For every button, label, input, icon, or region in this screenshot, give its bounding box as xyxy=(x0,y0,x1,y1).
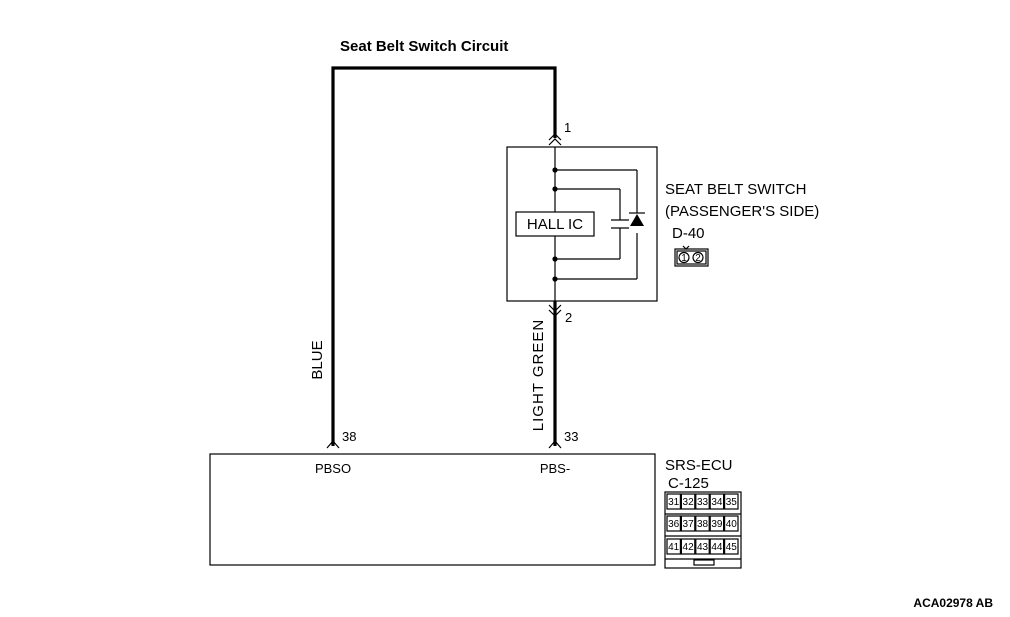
pin-33-connector-symbol xyxy=(548,440,562,449)
c125-pin-cell xyxy=(695,493,710,510)
ecu-connector-id: C-125 xyxy=(668,475,709,492)
seat-belt-switch-box xyxy=(506,146,658,302)
switch-connector-id: D-40 xyxy=(672,225,705,242)
wire-color-light-green: LIGHT GREEN xyxy=(530,319,547,431)
d40-pin-2: 2 xyxy=(695,253,701,264)
switch-name-line1: SEAT BELT SWITCH xyxy=(665,181,806,198)
srs-ecu-box xyxy=(209,453,656,566)
switch-pin-1: 1 xyxy=(564,120,571,135)
c125-pin-42: 42 xyxy=(683,542,695,553)
c125-pin-cell xyxy=(709,538,725,555)
c125-pin-41: 41 xyxy=(668,542,680,553)
pin-1-connector-symbol xyxy=(548,133,562,146)
c125-pin-cell xyxy=(680,538,696,555)
c125-pin-cell xyxy=(723,493,739,510)
c125-pin-cell xyxy=(680,493,696,510)
hall-ic-label: HALL IC xyxy=(527,216,583,233)
c125-pin-cell xyxy=(709,515,725,532)
c125-pin-cell xyxy=(723,538,739,555)
c125-pin-cell xyxy=(666,493,681,510)
c125-pin-36: 36 xyxy=(668,519,680,530)
wire-color-blue: BLUE xyxy=(309,340,326,379)
switch-name-line2: (PASSENGER'S SIDE) xyxy=(665,203,819,220)
c125-pin-cell xyxy=(666,538,681,555)
c125-pin-35: 35 xyxy=(726,497,738,508)
switch-internal-circuit xyxy=(552,147,645,301)
pin-38-connector-symbol xyxy=(326,440,340,449)
c125-pin-cell xyxy=(666,515,681,532)
c125-pin-45: 45 xyxy=(726,542,738,553)
ecu-pin-33: 33 xyxy=(564,429,578,444)
pin-2-connector-symbol xyxy=(548,304,562,317)
ecu-name: SRS-ECU xyxy=(665,457,733,474)
c125-pin-38: 38 xyxy=(697,519,709,530)
c125-pin-31: 31 xyxy=(668,497,680,508)
c125-pin-cell xyxy=(723,515,739,532)
ecu-pin-38: 38 xyxy=(342,429,356,444)
hall-ic-box xyxy=(515,211,595,237)
wire-blue-loop xyxy=(331,66,557,446)
c125-pin-40: 40 xyxy=(726,519,738,530)
d40-pin-1: 1 xyxy=(681,253,687,264)
c125-pin-34: 34 xyxy=(711,497,723,508)
c125-pin-cell xyxy=(680,515,696,532)
c125-pin-43: 43 xyxy=(697,542,709,553)
c125-pin-39: 39 xyxy=(711,519,723,530)
diagram-title: Seat Belt Switch Circuit xyxy=(340,38,508,55)
c125-pin-cell xyxy=(709,493,725,510)
ecu-terminal-pbso: PBSO xyxy=(315,461,351,476)
ecu-terminal-pbs-minus: PBS- xyxy=(540,461,570,476)
c125-pin-37: 37 xyxy=(683,519,695,530)
switch-pin-2: 2 xyxy=(565,310,572,325)
c125-pin-44: 44 xyxy=(711,542,723,553)
c125-pin-33: 33 xyxy=(697,497,709,508)
d40-connector-icon: 1 2 xyxy=(674,245,709,267)
c125-pin-32: 32 xyxy=(683,497,695,508)
c125-pin-cell xyxy=(695,538,710,555)
figure-code: ACA02978 AB xyxy=(913,596,993,610)
c125-pin-cell xyxy=(695,515,710,532)
